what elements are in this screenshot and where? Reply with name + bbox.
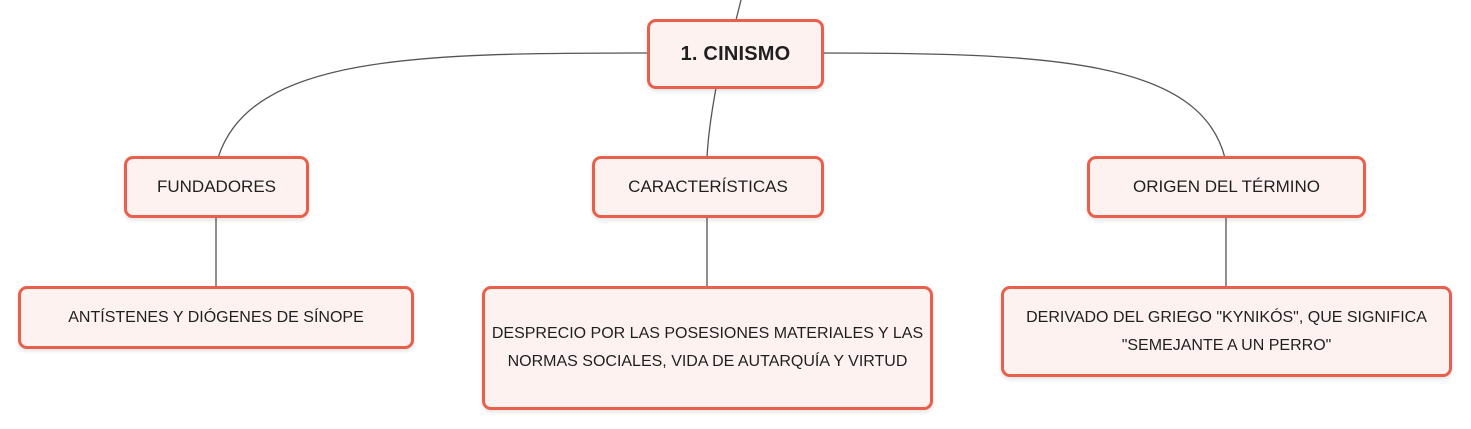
detail-node-origen-del-termino[interactable]: DERIVADO DEL GRIEGO "KYNIKÓS", QUE SIGNI… <box>1001 286 1452 377</box>
detail-node-caracteristicas[interactable]: DESPRECIO POR LAS POSESIONES MATERIALES … <box>482 286 933 410</box>
topic-node-label: FUNDADORES <box>156 177 276 197</box>
connector-root-to-origen <box>822 52 1226 159</box>
root-node-cinismo[interactable]: 1. CINISMO <box>647 19 824 89</box>
detail-node-text: DERIVADO DEL GRIEGO "KYNIKÓS", QUE SIGNI… <box>1026 308 1427 354</box>
detail-node-text: ANTÍSTENES Y DIÓGENES DE SÍNOPE <box>68 308 364 326</box>
topic-node-caracteristicas[interactable]: CARACTERÍSTICAS <box>592 156 824 218</box>
connector-parent-to-root <box>735 0 742 21</box>
root-node-label: 1. CINISMO <box>680 42 791 65</box>
detail-node-fundadores[interactable]: ANTÍSTENES Y DIÓGENES DE SÍNOPE <box>18 286 414 349</box>
detail-node-text: DESPRECIO POR LAS POSESIONES MATERIALES … <box>491 325 924 370</box>
topic-node-origen-del-termino[interactable]: ORIGEN DEL TÉRMINO <box>1087 156 1366 218</box>
topic-node-label: CARACTERÍSTICAS <box>628 177 788 197</box>
topic-node-fundadores[interactable]: FUNDADORES <box>124 156 309 218</box>
connector-root-to-fundadores <box>217 52 649 159</box>
connector-root-to-caracteristicas <box>706 87 717 159</box>
topic-node-label: ORIGEN DEL TÉRMINO <box>1132 177 1321 197</box>
